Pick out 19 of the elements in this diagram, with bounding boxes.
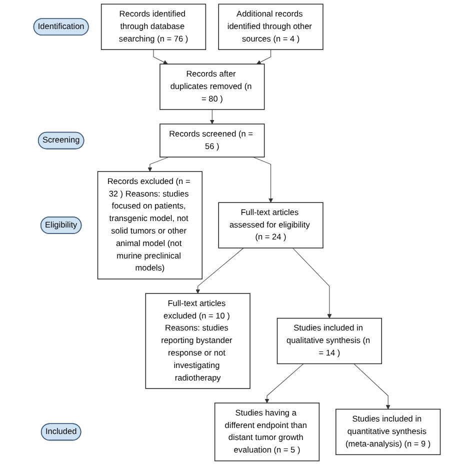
arrow xyxy=(292,248,332,318)
arrow xyxy=(256,49,272,64)
arrow xyxy=(354,363,390,410)
node-box: Full-text articles assessed for eligibility (n = 24 ) xyxy=(218,202,324,248)
arrow xyxy=(210,109,214,124)
node-box: Studies included in qualitative synthesis (n = 14 ) xyxy=(276,318,382,364)
node-box: Studies included in quantitative synthesis (meta-analysis) (n = 9 ) xyxy=(336,408,441,456)
node-box: Records after duplicates removed (n = 80 ) xyxy=(160,64,265,110)
arrow xyxy=(153,49,168,64)
arrow xyxy=(196,248,244,294)
node-box: Records identified through database searching (n = 76 ) xyxy=(100,4,206,50)
node-box: Records screened (n = 56 ) xyxy=(160,124,265,158)
arrow xyxy=(264,363,304,404)
node-box: Additional records identified through other sources (n = 4 ) xyxy=(218,4,324,50)
node-box: Studies having a different endpoint than distant tumor growth evaluation (n = 5 ) xyxy=(214,402,320,462)
arrow xyxy=(148,156,170,172)
node-box: Full-text articles excluded (n = 10 ) Reasons: studies reporting bystander response or not investigating radiotherapy xyxy=(145,293,250,389)
arrow xyxy=(252,156,274,203)
node-box: Records excluded (n = 32 ) Reasons: studies focused on patients, transgenic model, not solid tumors or other animal model (not murine preclinical models) xyxy=(97,171,203,280)
